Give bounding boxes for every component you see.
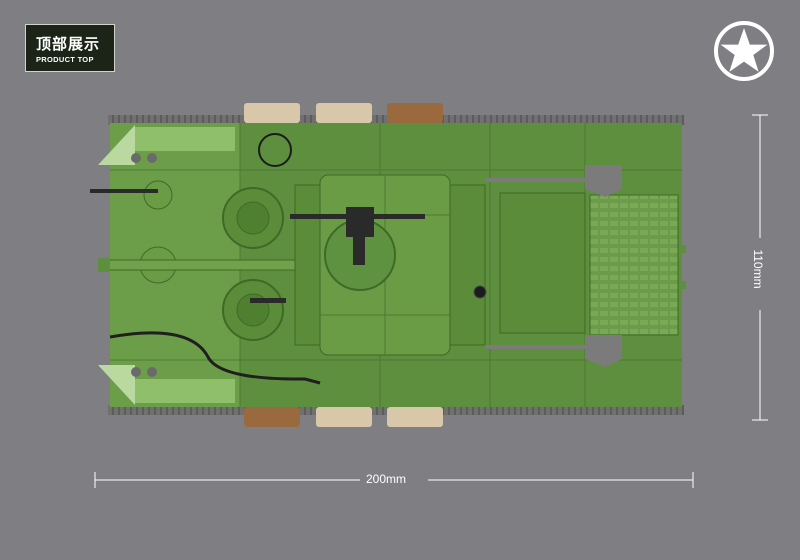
headlight bbox=[147, 153, 157, 163]
hatch-ring bbox=[258, 133, 292, 167]
spare-track-link bbox=[244, 407, 300, 427]
front-wedge-top bbox=[98, 125, 135, 165]
spare-track-link bbox=[387, 103, 443, 123]
engine-grille bbox=[589, 194, 679, 336]
spare-track-link bbox=[244, 103, 300, 123]
tow-cable bbox=[109, 331, 321, 385]
shovel-blade-top bbox=[585, 165, 622, 197]
spare-track-link bbox=[316, 407, 372, 427]
front-wedge-bottom bbox=[98, 365, 135, 405]
headlight bbox=[131, 367, 141, 377]
headlight bbox=[131, 153, 141, 163]
shovel-blade-bottom bbox=[585, 335, 622, 367]
badge-title-chinese: 顶部展示 bbox=[36, 35, 101, 53]
front-light-plate-bottom bbox=[135, 379, 235, 403]
spare-track-link bbox=[387, 407, 443, 427]
star-roundel-icon bbox=[714, 21, 774, 81]
periscope bbox=[473, 285, 487, 299]
headlight bbox=[147, 367, 157, 377]
width-dimension-label: 200mm bbox=[366, 472, 407, 486]
front-light-plate-top bbox=[135, 127, 235, 151]
spare-track-link bbox=[316, 103, 372, 123]
badge-title-english: PRODUCT TOP bbox=[36, 55, 94, 64]
main-gun-barrel bbox=[101, 259, 303, 271]
height-dimension-label: 110mm bbox=[751, 249, 765, 289]
tank-top-view bbox=[90, 103, 686, 427]
hull-machine-gun bbox=[90, 189, 158, 193]
product-top-badge: 顶部展示 PRODUCT TOP bbox=[25, 24, 115, 72]
